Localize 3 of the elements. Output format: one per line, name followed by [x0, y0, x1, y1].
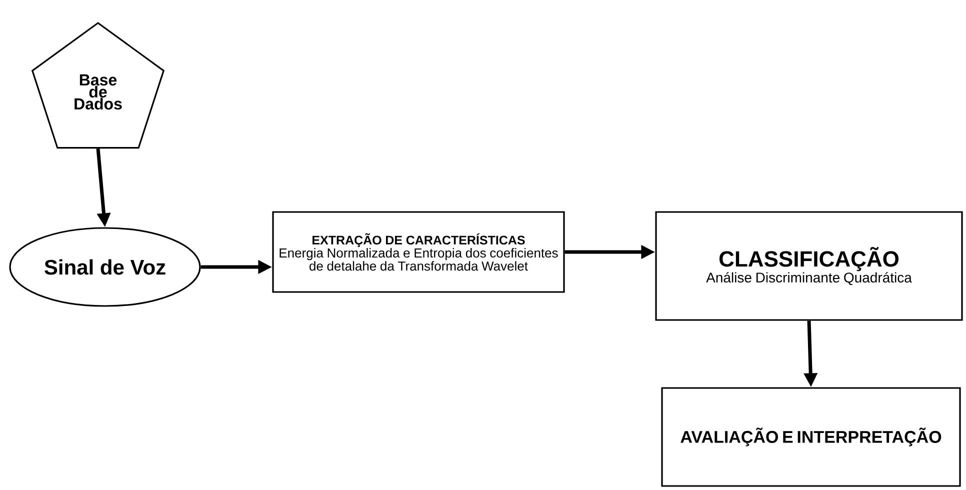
process-box: CLASSIFICAÇÃO Análise Discriminante Quadrática — [655, 211, 963, 321]
process-box: AVALIAÇÃO E INTERPRETAÇÃO — [661, 387, 961, 487]
process-box: EXTRAÇÃO DE CARACTERÍSTICAS Energia Normalizada e Entropia dos coeficientes de detalahe da Transformada Wavelet — [272, 211, 565, 293]
